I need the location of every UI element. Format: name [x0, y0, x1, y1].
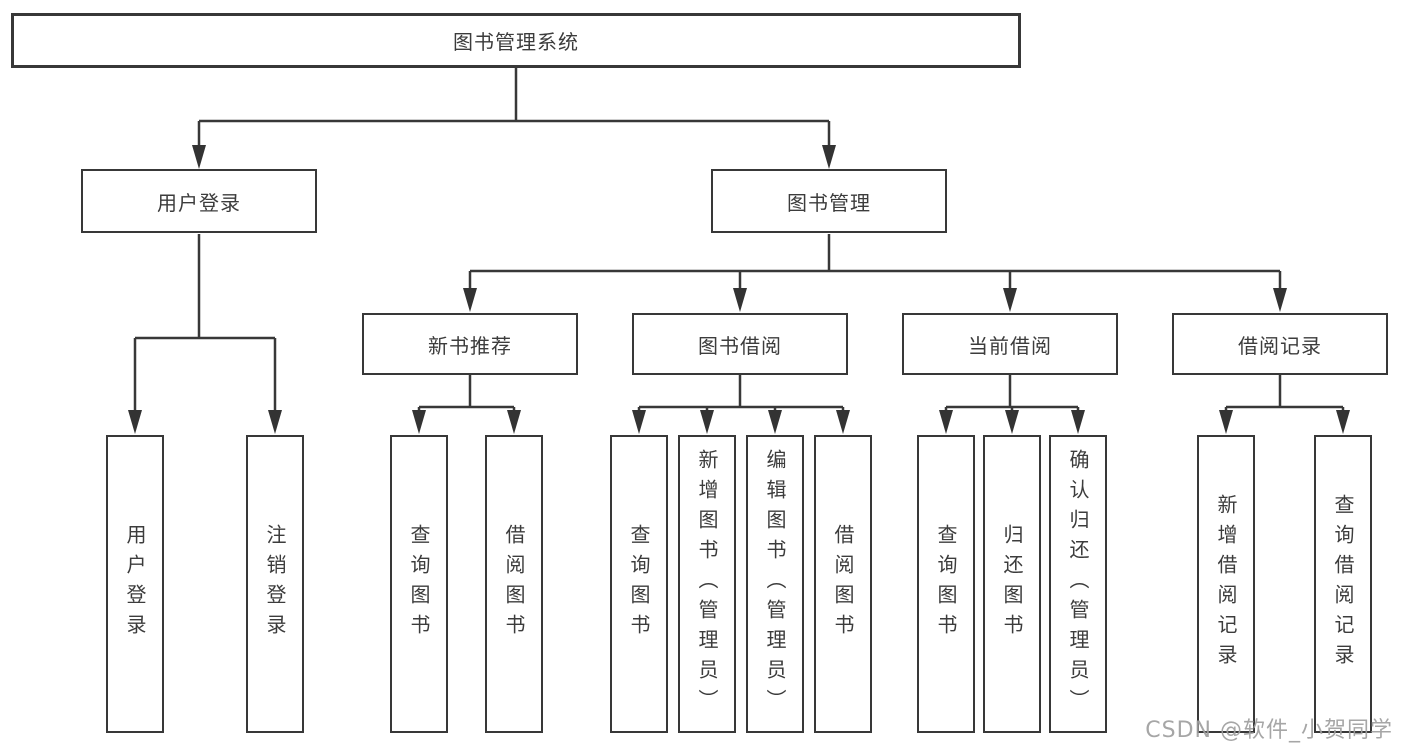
node-book-borrowing: 图书借阅 — [632, 313, 848, 375]
node-borrowing-records-label: 借阅记录 — [1238, 333, 1322, 358]
arrowheads — [128, 145, 1350, 434]
node-new-book-recommend: 新书推荐 — [362, 313, 578, 375]
leaf-edit-book-admin: 编辑图书（管理员） — [746, 435, 804, 733]
node-user-login-label: 用户登录 — [157, 190, 241, 215]
leaf-query-borrow-record-label: 查询借阅记录 — [1331, 494, 1355, 674]
node-book-management: 图书管理 — [711, 169, 947, 233]
leaf-return-book: 归还图书 — [983, 435, 1041, 733]
node-new-book-recommend-label: 新书推荐 — [428, 333, 512, 358]
leaf-borrow-book-borrow-label: 借阅图书 — [831, 524, 855, 644]
node-borrowing-records: 借阅记录 — [1172, 313, 1388, 375]
leaf-logout-label: 注销登录 — [263, 524, 287, 644]
leaf-confirm-return-admin-label: 确认归还（管理员） — [1066, 449, 1090, 719]
node-user-login: 用户登录 — [81, 169, 317, 233]
node-current-borrowing: 当前借阅 — [902, 313, 1118, 375]
leaf-user-login-label: 用户登录 — [123, 524, 147, 644]
leaf-return-book-label: 归还图书 — [1000, 524, 1024, 644]
leaf-add-borrow-record: 新增借阅记录 — [1197, 435, 1255, 733]
leaf-query-book-current: 查询图书 — [917, 435, 975, 733]
leaf-query-book-borrow-label: 查询图书 — [627, 524, 651, 644]
leaf-query-book-borrow: 查询图书 — [610, 435, 668, 733]
leaf-add-borrow-record-label: 新增借阅记录 — [1214, 494, 1238, 674]
node-current-borrowing-label: 当前借阅 — [968, 333, 1052, 358]
node-root-label: 图书管理系统 — [453, 30, 579, 54]
leaf-query-borrow-record: 查询借阅记录 — [1314, 435, 1372, 733]
leaf-confirm-return-admin: 确认归还（管理员） — [1049, 435, 1107, 733]
leaf-user-login: 用户登录 — [106, 435, 164, 733]
leaf-query-book-recommend: 查询图书 — [390, 435, 448, 733]
leaf-edit-book-admin-label: 编辑图书（管理员） — [763, 449, 787, 719]
leaf-logout: 注销登录 — [246, 435, 304, 733]
leaf-borrow-book-recommend: 借阅图书 — [485, 435, 543, 733]
leaf-borrow-book-borrow: 借阅图书 — [814, 435, 872, 733]
watermark: CSDN @软件_小贺同学 — [1145, 718, 1393, 743]
leaf-query-book-recommend-label: 查询图书 — [407, 524, 431, 644]
leaf-borrow-book-recommend-label: 借阅图书 — [502, 524, 526, 644]
leaf-query-book-current-label: 查询图书 — [934, 524, 958, 644]
node-book-borrowing-label: 图书借阅 — [698, 333, 782, 358]
leaf-add-book-admin-label: 新增图书（管理员） — [695, 449, 719, 719]
leaf-add-book-admin: 新增图书（管理员） — [678, 435, 736, 733]
node-book-management-label: 图书管理 — [787, 190, 871, 215]
node-root: 图书管理系统 — [11, 13, 1021, 68]
